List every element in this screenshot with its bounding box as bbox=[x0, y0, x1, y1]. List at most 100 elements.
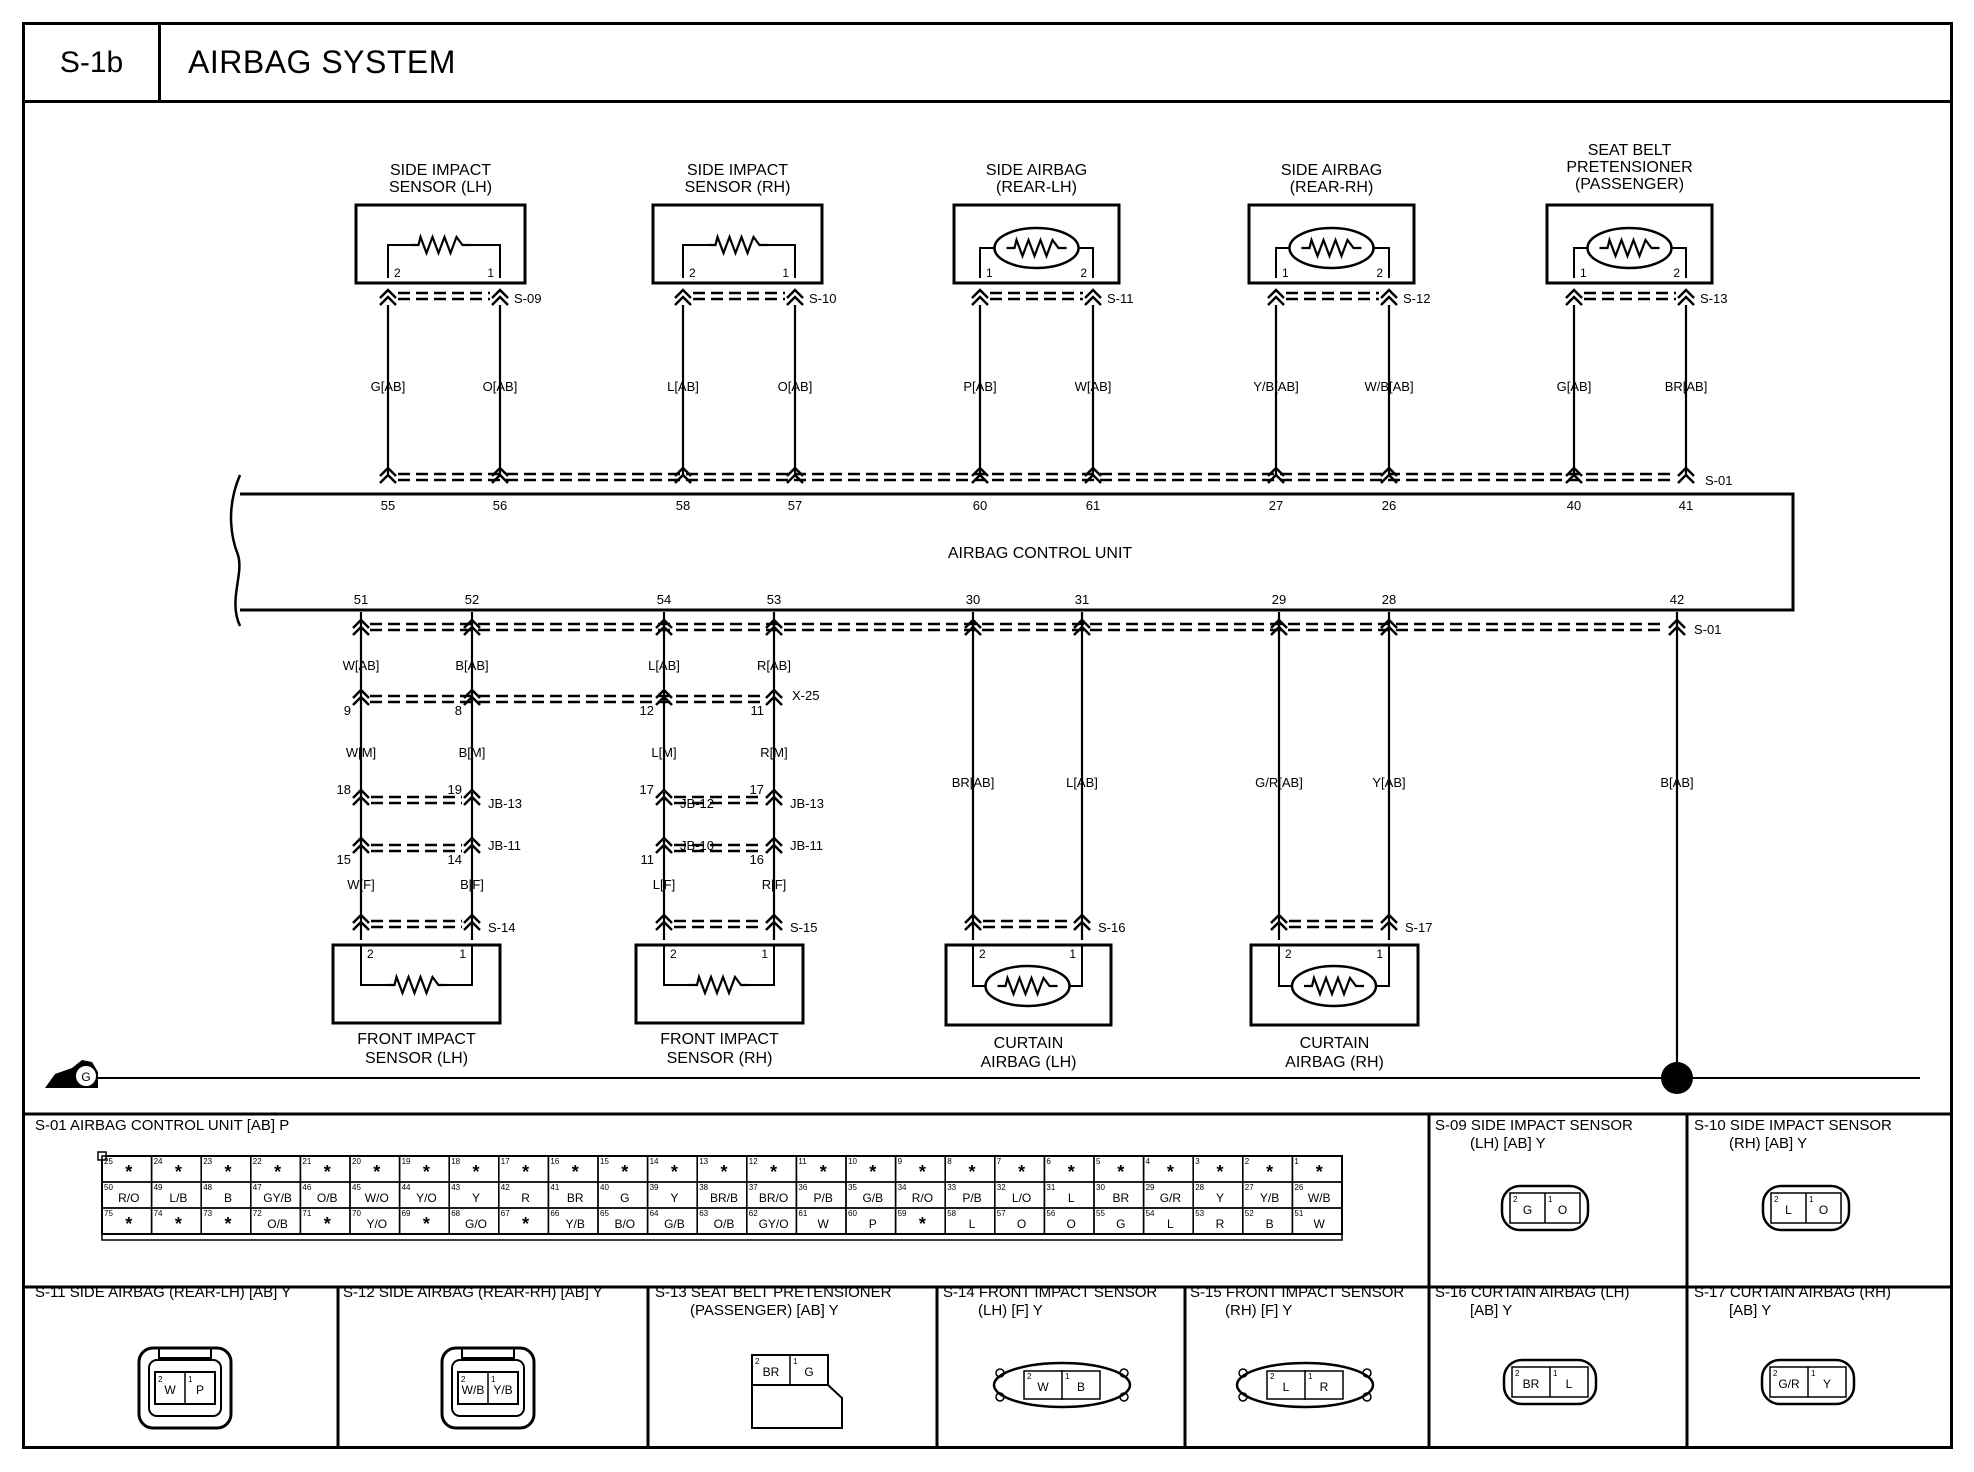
ecu-top-connector-label: S-01 bbox=[1705, 473, 1732, 488]
conn-panel-s-17-face-shell bbox=[1760, 1358, 1856, 1406]
s01-cell-pin: 45 bbox=[352, 1183, 361, 1192]
top-component-4-ecu-pin-a: 27 bbox=[1269, 498, 1283, 513]
front-sensor-1-jb-b-pin-b: 14 bbox=[448, 852, 462, 867]
s01-cell-pin: 13 bbox=[699, 1157, 708, 1166]
front-sensor-1-conn-a bbox=[352, 913, 370, 931]
top-component-5-pin-b: 2 bbox=[1673, 266, 1680, 280]
curtain-airbag-2-title: AIRBAG (RH) bbox=[1285, 1054, 1384, 1071]
top-component-1-connector-label: S-09 bbox=[514, 291, 541, 306]
conn-panel-s-13-face-pin-wire: G bbox=[804, 1365, 813, 1379]
front-sensor-2-leads bbox=[663, 945, 775, 986]
conn-panel-s-13-face-pin-wire: BR bbox=[763, 1365, 780, 1379]
top-component-5-leads bbox=[1573, 247, 1687, 278]
s01-cell-wire: * bbox=[324, 1214, 331, 1234]
conn-panel-s-09-title: S-09 SIDE IMPACT SENSOR bbox=[1435, 1117, 1633, 1134]
conn-panel-s-12-face-insert bbox=[457, 1371, 519, 1405]
s01-cell-pin: 70 bbox=[352, 1209, 361, 1218]
top-component-5-ecu-pin-a: 40 bbox=[1567, 498, 1581, 513]
top-component-3-pin-a: 1 bbox=[986, 266, 993, 280]
s01-cell-wire: Y/B bbox=[1260, 1191, 1279, 1205]
conn-panel-s-11-face-latch bbox=[158, 1348, 212, 1359]
s01-cell-wire: * bbox=[919, 1214, 926, 1234]
s01-cell-wire: * bbox=[621, 1162, 628, 1182]
curtain-airbag-1-ecu-pin-a: 30 bbox=[966, 592, 980, 607]
s01-cell-wire: * bbox=[1117, 1162, 1124, 1182]
front-sensor-2-jb-b-label-b: JB-11 bbox=[790, 838, 823, 853]
conn-panel-s-11-title: S-11 SIDE AIRBAG (REAR-LH) [AB] Y bbox=[35, 1284, 291, 1301]
front-sensor-1-wire-m-b: B[M] bbox=[459, 745, 486, 760]
s01-cell-wire: * bbox=[423, 1214, 430, 1234]
front-sensor-2-jb-a-pin-a: 17 bbox=[640, 782, 654, 797]
front-sensor-2-pin-b: 1 bbox=[761, 947, 768, 961]
s01-cell-wire: Y/O bbox=[416, 1191, 437, 1205]
curtain-airbag-2-pin-a: 2 bbox=[1285, 947, 1292, 961]
top-component-1-wire-a-color: G[AB] bbox=[371, 379, 406, 394]
front-sensor-2-x25-pin-b: 11 bbox=[751, 703, 765, 718]
s01-cell-pin: 38 bbox=[699, 1183, 708, 1192]
s01-cell-wire: L bbox=[969, 1217, 976, 1231]
curtain-airbag-2-title: CURTAIN bbox=[1300, 1035, 1370, 1052]
conn-panel-s-09-face-pin-number: 2 bbox=[1513, 1195, 1518, 1204]
front-sensor-1-conn-b bbox=[463, 913, 481, 931]
front-sensor-2-jb-b-a bbox=[655, 836, 673, 854]
s01-cell-pin: 20 bbox=[352, 1157, 361, 1166]
s01-cell-pin: 65 bbox=[600, 1209, 609, 1218]
page-title: AIRBAG SYSTEM bbox=[188, 44, 456, 80]
s01-cell-wire: R bbox=[521, 1191, 530, 1205]
s01-cell-wire: R bbox=[1216, 1217, 1225, 1231]
s01-cell-pin: 51 bbox=[1294, 1209, 1303, 1218]
s01-cell-wire: R/O bbox=[118, 1191, 139, 1205]
conn-panel-s-10-face-shell bbox=[1761, 1184, 1851, 1232]
s01-cell-wire: * bbox=[820, 1162, 827, 1182]
curtain-airbag-2-box bbox=[1249, 943, 1420, 1027]
s01-cell-pin: 53 bbox=[1195, 1209, 1204, 1218]
conn-panel-s-15-face-pin-number: 1 bbox=[1308, 1372, 1313, 1381]
curtain-airbag-2-squib-element bbox=[1304, 974, 1364, 998]
conn-panel-s-16-face-pin-number: 2 bbox=[1515, 1369, 1520, 1378]
front-sensor-2-conn-b bbox=[765, 913, 783, 931]
s01-cell-wire: O/B bbox=[714, 1217, 735, 1231]
s01-cell-wire: * bbox=[175, 1214, 182, 1234]
curtain-airbag-1-pin-a: 2 bbox=[979, 947, 986, 961]
top-component-5-conn-b bbox=[1677, 288, 1695, 306]
conn-panel-s-16-face-shell bbox=[1502, 1358, 1598, 1406]
conn-panel-s-14-face-lug bbox=[995, 1368, 1005, 1378]
front-sensor-2-resistor bbox=[689, 973, 749, 997]
s01-cell-pin: 47 bbox=[253, 1183, 262, 1192]
s01-cell-pin: 32 bbox=[997, 1183, 1006, 1192]
s01-cell-pin: 75 bbox=[104, 1209, 113, 1218]
s01-cell-wire: B/O bbox=[614, 1217, 635, 1231]
curtain-airbag-1-title: AIRBAG (LH) bbox=[980, 1054, 1076, 1071]
top-component-4-title: SIDE AIRBAG bbox=[1281, 162, 1382, 179]
top-component-1-pin-a: 2 bbox=[394, 266, 401, 280]
conn-panel-s-10-title: S-10 SIDE IMPACT SENSOR bbox=[1694, 1117, 1892, 1134]
s01-cell-pin: 16 bbox=[550, 1157, 559, 1166]
front-sensor-1-x25-pin-a: 9 bbox=[344, 703, 351, 718]
conn-panel-s-15-title: (RH) [F] Y bbox=[1225, 1302, 1292, 1319]
top-component-3-ecu-pin-a: 60 bbox=[973, 498, 987, 513]
s01-cell-wire: * bbox=[1266, 1162, 1273, 1182]
conn-panel-s-12-face-pin-number: 1 bbox=[491, 1375, 496, 1384]
front-sensor-2-jb-b-pin-a: 11 bbox=[641, 852, 655, 867]
front-sensor-1-ecu-pin-b: 52 bbox=[465, 592, 479, 607]
s01-cell-pin: 4 bbox=[1146, 1157, 1151, 1166]
curtain-airbag-2-conn-a bbox=[1270, 913, 1288, 931]
s01-cell bbox=[1291, 1207, 1343, 1235]
front-sensor-1-jb-b-b bbox=[463, 836, 481, 854]
ecu-break-line bbox=[229, 474, 242, 627]
curtain-airbag-1-squib-element bbox=[997, 974, 1058, 998]
conn-panel-s-10-face-pin-wire: O bbox=[1819, 1203, 1828, 1217]
top-component-5-connector-label: S-13 bbox=[1700, 291, 1727, 306]
s01-cell-pin: 74 bbox=[154, 1209, 163, 1218]
curtain-airbag-1-title: CURTAIN bbox=[994, 1035, 1064, 1052]
ecu-label: AIRBAG CONTROL UNIT bbox=[948, 545, 1133, 562]
s01-cell-pin: 14 bbox=[650, 1157, 659, 1166]
s01-cell-pin: 56 bbox=[1046, 1209, 1055, 1218]
s01-cell-pin: 26 bbox=[1294, 1183, 1303, 1192]
s01-cell-pin: 8 bbox=[947, 1157, 952, 1166]
conn-panel-s-14-face-shell bbox=[992, 1361, 1132, 1409]
top-component-4-box bbox=[1247, 203, 1416, 285]
s01-cell-wire: O/B bbox=[267, 1217, 288, 1231]
conn-panel-s-14-face-lug bbox=[1119, 1392, 1129, 1402]
top-component-3-box bbox=[952, 203, 1121, 285]
